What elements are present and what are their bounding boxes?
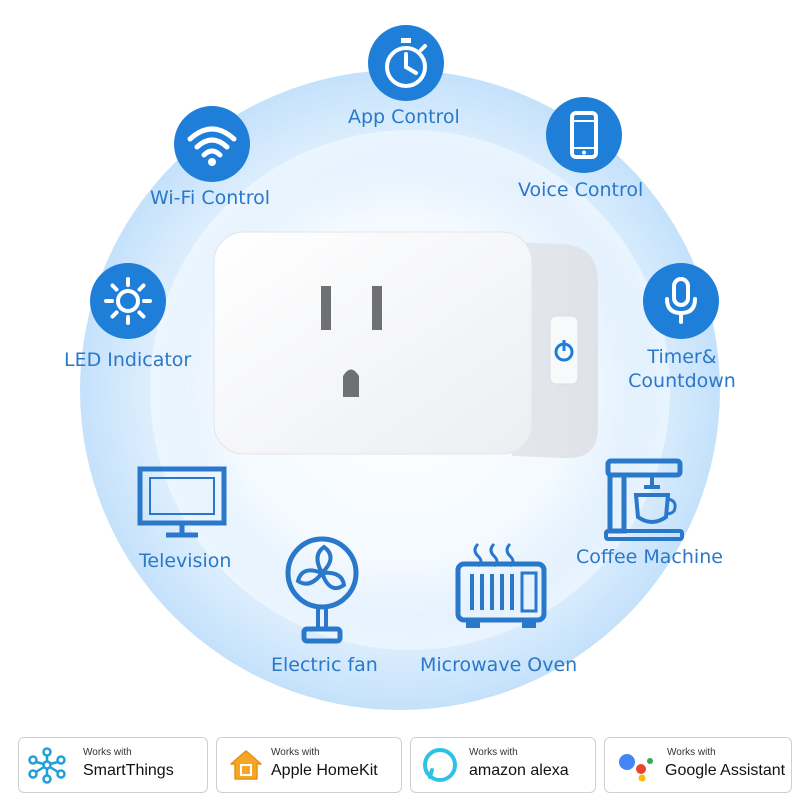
- wifi-control-label: Wi-Fi Control: [150, 187, 271, 209]
- wifi-control-icon-circle: [174, 106, 250, 182]
- television-icon: [137, 466, 227, 538]
- timer-countdown-label: Timer& Countdown: [618, 345, 746, 393]
- google-assistant-logo: [619, 754, 653, 782]
- stopwatch-icon: [385, 38, 427, 88]
- homekit-name: Apple HomeKit: [271, 762, 378, 779]
- homekit-badge: Works with Apple HomeKit: [216, 737, 402, 793]
- homekit-logo: [230, 750, 262, 780]
- coffee-machine-icon: [604, 458, 684, 541]
- led-indicator-icon-circle: [90, 263, 166, 339]
- timer-countdown-icon-circle: [643, 263, 719, 339]
- electric-fan-icon: [285, 536, 359, 644]
- smartthings-name: SmartThings: [83, 762, 174, 779]
- microwave-oven-icon: [455, 542, 547, 628]
- homekit-small-text: Works with: [271, 747, 320, 758]
- timer-label-line1: Timer&: [647, 346, 717, 368]
- electric-fan-label: Electric fan: [271, 654, 378, 676]
- alexa-name: amazon alexa: [469, 762, 569, 779]
- smartthings-small-text: Works with: [83, 747, 132, 758]
- sun-icon: [104, 277, 152, 325]
- app-control-icon-circle: [368, 25, 444, 101]
- alexa-logo: [423, 748, 457, 782]
- smartthings-logo: [28, 747, 66, 784]
- google-assistant-badge: Works with Google Assistant: [604, 737, 792, 793]
- google-assistant-name: Google Assistant: [665, 762, 786, 779]
- timer-label-line2: Countdown: [628, 370, 736, 392]
- microphone-icon: [665, 277, 697, 324]
- coffee-machine-label: Coffee Machine: [576, 546, 723, 568]
- alexa-small-text: Works with: [469, 747, 518, 758]
- wifi-icon: [187, 126, 237, 166]
- smartthings-badge: Works with SmartThings: [18, 737, 208, 793]
- alexa-badge: Works with amazon alexa: [410, 737, 596, 793]
- voice-control-icon-circle: [546, 97, 622, 173]
- led-indicator-label: LED Indicator: [64, 349, 192, 371]
- smartphone-icon: [570, 111, 598, 159]
- microwave-oven-label: Microwave Oven: [420, 654, 578, 676]
- google-assistant-small-text: Works with: [667, 747, 716, 758]
- voice-control-label: Voice Control: [518, 179, 644, 201]
- television-label: Television: [139, 550, 232, 572]
- smart-plug-image: [213, 231, 598, 459]
- app-control-label: App Control: [348, 106, 460, 128]
